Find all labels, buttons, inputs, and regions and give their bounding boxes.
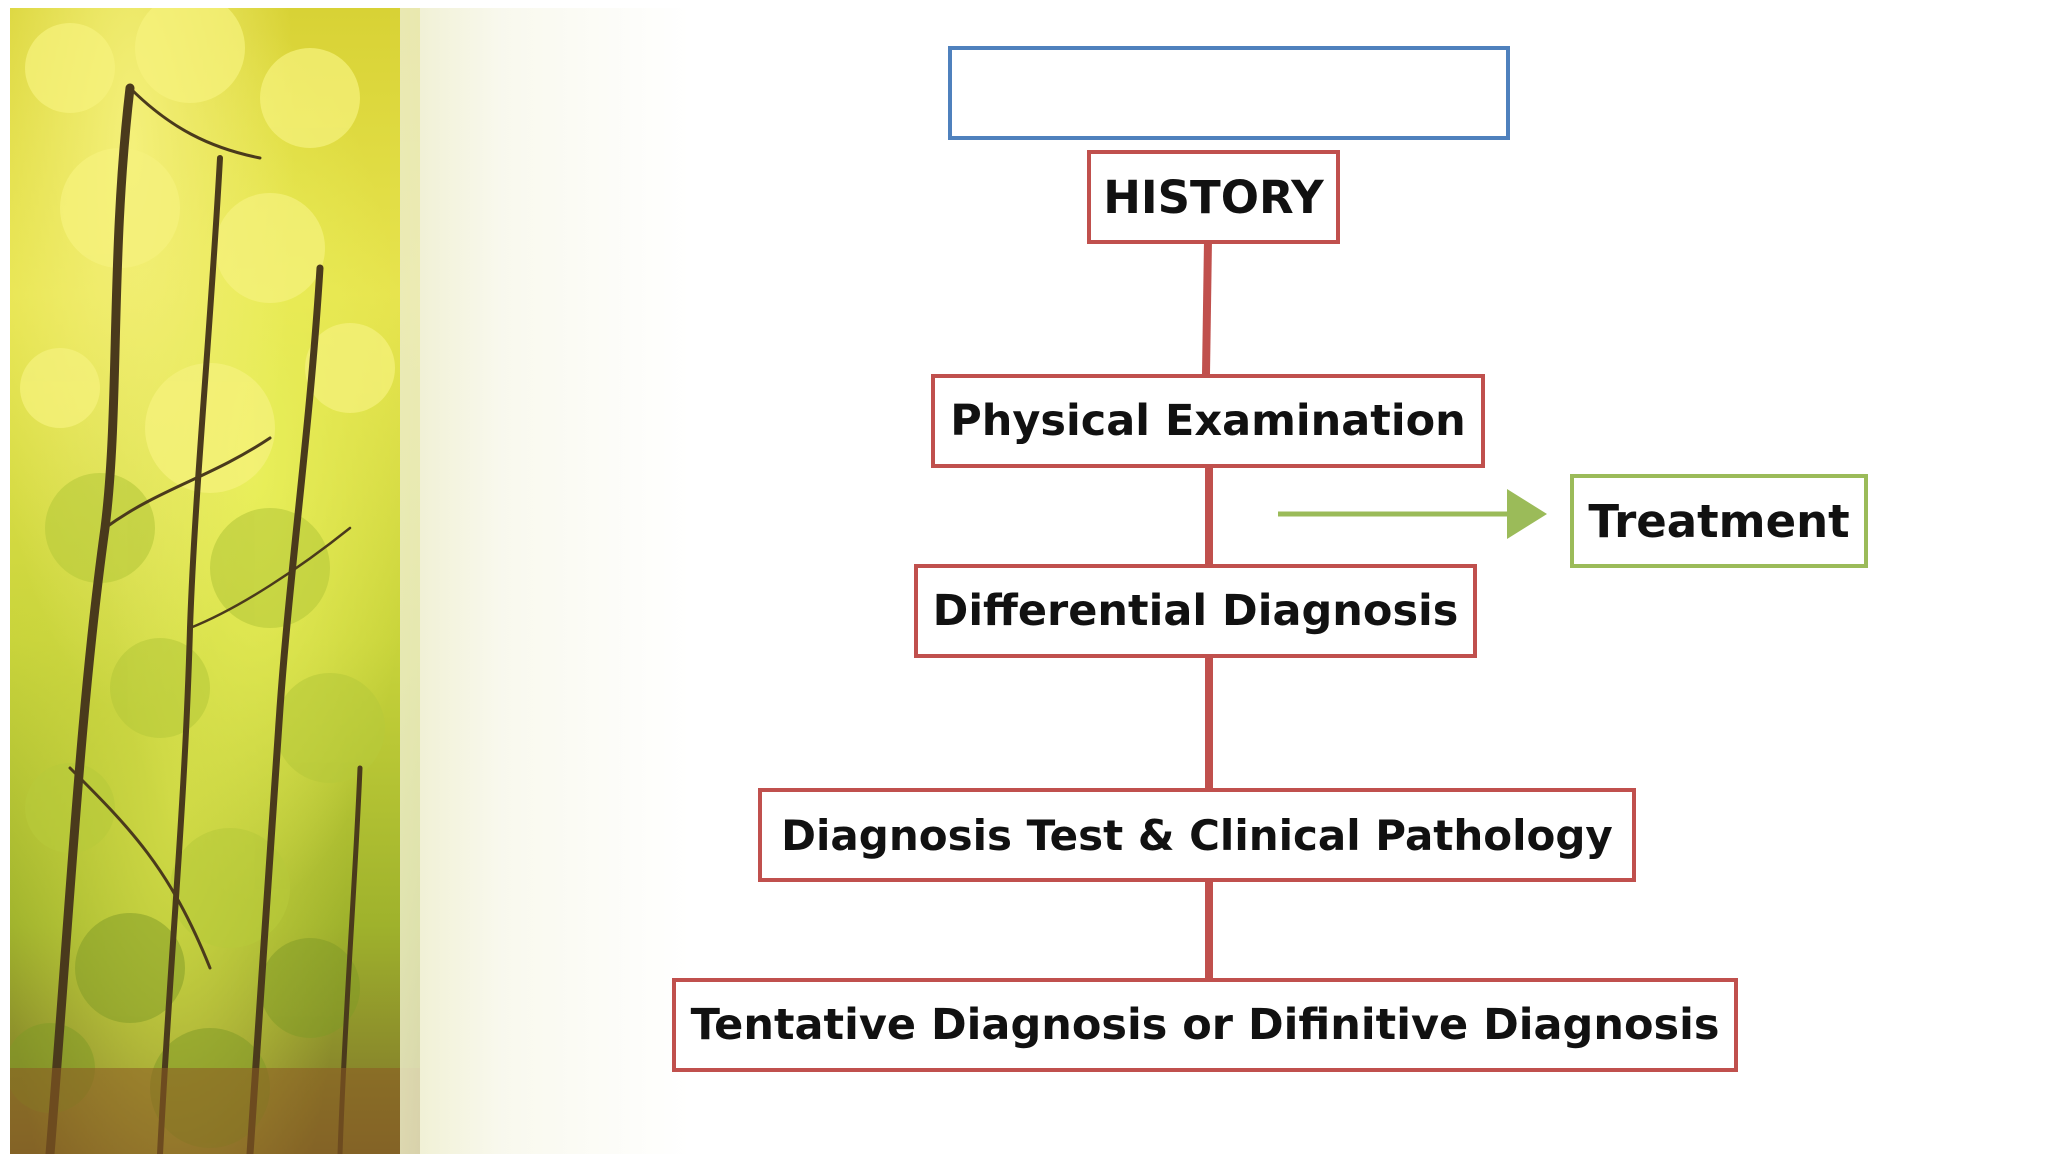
title-box	[948, 46, 1510, 140]
node-differential-diagnosis: Differential Diagnosis	[914, 564, 1477, 658]
forest-trees-illustration	[10, 8, 420, 1154]
connector-history-physical	[1202, 239, 1212, 375]
node-diagnosis-test: Diagnosis Test & Clinical Pathology	[758, 788, 1636, 882]
node-physical-examination-label: Physical Examination	[950, 396, 1466, 446]
node-history: HISTORY	[1087, 150, 1340, 244]
node-history-label: HISTORY	[1103, 170, 1324, 224]
photo-fade-overlay	[400, 8, 690, 1154]
node-treatment: Treatment	[1570, 474, 1868, 568]
node-diagnosis-test-label: Diagnosis Test & Clinical Pathology	[781, 810, 1613, 860]
forest-photo	[10, 8, 420, 1154]
node-tentative-diagnosis: Tentative Diagnosis or Difinitive Diagno…	[672, 978, 1738, 1072]
node-treatment-label: Treatment	[1588, 494, 1850, 548]
node-physical-examination: Physical Examination	[931, 374, 1485, 468]
node-tentative-diagnosis-label: Tentative Diagnosis or Difinitive Diagno…	[690, 1000, 1720, 1050]
node-differential-diagnosis-label: Differential Diagnosis	[932, 586, 1459, 636]
